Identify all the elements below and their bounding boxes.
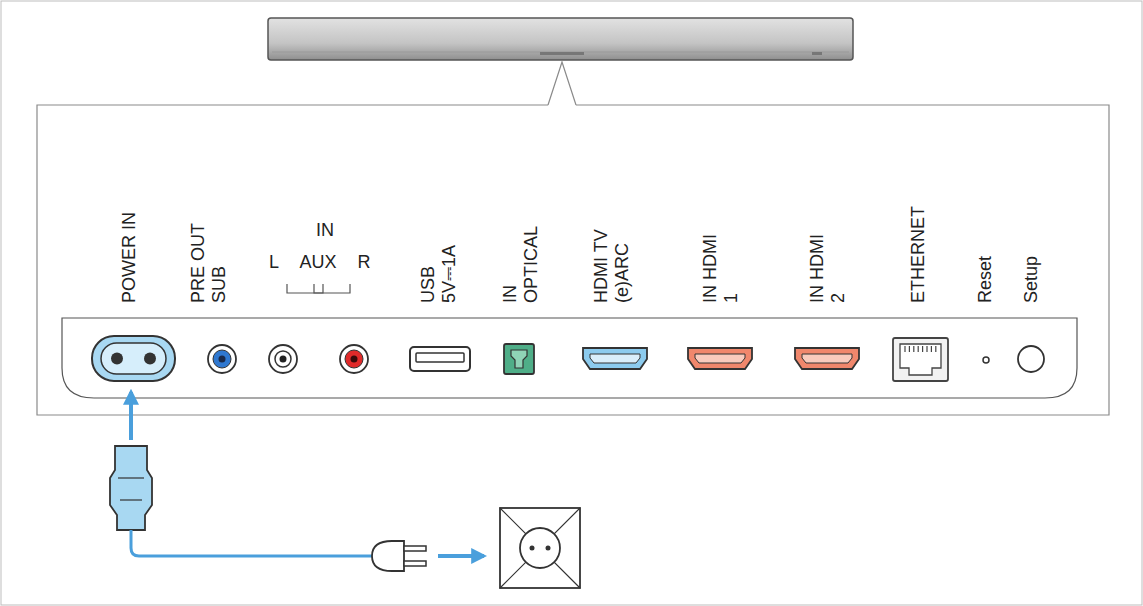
usb-shell [410,347,470,371]
aux-left-jack [269,345,297,373]
jack-color [275,351,291,367]
hdmi-tongue [695,354,745,363]
mains-plug [372,541,404,571]
ethernet-pin [935,346,936,352]
port-label: PRE OUT SUB [188,208,229,303]
port-label: Setup [1021,256,1042,303]
hdmi-arc-port [583,348,647,369]
ethernet-pin [931,346,932,352]
jack-center [280,356,287,363]
ethernet-pin [926,346,927,352]
callout-leader [548,62,576,105]
plug-arrow [438,554,484,558]
soundbar-logo [540,52,584,55]
power-cable [110,392,484,571]
usb-port [410,347,470,371]
inlet-pin [144,353,156,365]
rear-panel [62,318,1077,398]
jack-ring [269,345,297,373]
plug-in-arrow [129,392,133,440]
jack-color [213,350,231,368]
optical-opening [511,350,527,368]
hdmi-tongue [590,354,640,363]
aux-label: IN [316,220,334,241]
panel-border [37,105,1109,415]
soundbar-mark [812,52,822,55]
aux-label: R [358,252,371,273]
ethernet-pin [913,346,914,352]
hdmi-shell [688,348,752,369]
plug-prong [404,561,426,566]
callout-panel [37,62,1109,415]
hdmi-shell [795,348,859,369]
hdmi-1-port [688,348,752,369]
ethernet-pin [909,346,910,352]
reset-hole [983,357,989,363]
wall-socket [500,508,580,588]
sub-jack [208,345,236,373]
port-label: IN HDMI 2 [807,233,848,303]
port-label: HDMI TV (e)ARC [591,217,632,303]
hdmi-tongue [802,354,852,363]
jack-center [219,356,226,363]
connector-ridge [118,477,144,478]
setup-button [1018,346,1044,372]
bracket-left [287,284,323,293]
port-label: Reset [975,256,996,303]
ethernet-pin [918,346,919,352]
port-label: ETHERNET [908,206,929,303]
usb-tongue [416,353,464,362]
plug-prong [404,546,426,551]
socket-hole [546,546,551,551]
jack-ring [208,345,236,373]
aux-right-jack [340,345,368,373]
port-label: IN HDMI 1 [700,233,741,303]
hdmi-shell [583,348,647,369]
aux-label: AUX [299,252,336,273]
socket-plate [500,508,580,588]
hdmi-2-port [795,348,859,369]
soundbar-body [268,18,853,60]
ethernet-pin [904,346,905,352]
bracket-right [314,284,350,293]
ethernet-port [893,338,948,381]
ethernet-pin [922,346,923,352]
inlet-recess [101,343,166,374]
port-label: USB 5V⎓1A [418,231,459,303]
port-label: POWER IN [119,212,140,303]
jack-center [351,356,358,363]
power-inlet [92,336,175,381]
inlet-pin [111,353,123,365]
jack-color [345,350,363,368]
ethernet-socket [900,344,941,375]
ethernet-pins [905,346,936,352]
aux-label: L [269,252,279,273]
connector-ridge [120,499,142,500]
jack-ring [340,345,368,373]
ethernet-body [893,338,948,381]
c7-connector [110,446,152,530]
socket-diagonals [500,508,580,588]
port-label: IN OPTICAL [500,217,541,303]
aux-bracket [287,284,350,293]
socket-face [520,528,560,568]
soundbar [268,18,853,60]
socket-hole [530,546,535,551]
optical-port [504,344,534,374]
optical-body [504,344,534,374]
cord [131,530,372,556]
inlet-body [92,336,175,381]
